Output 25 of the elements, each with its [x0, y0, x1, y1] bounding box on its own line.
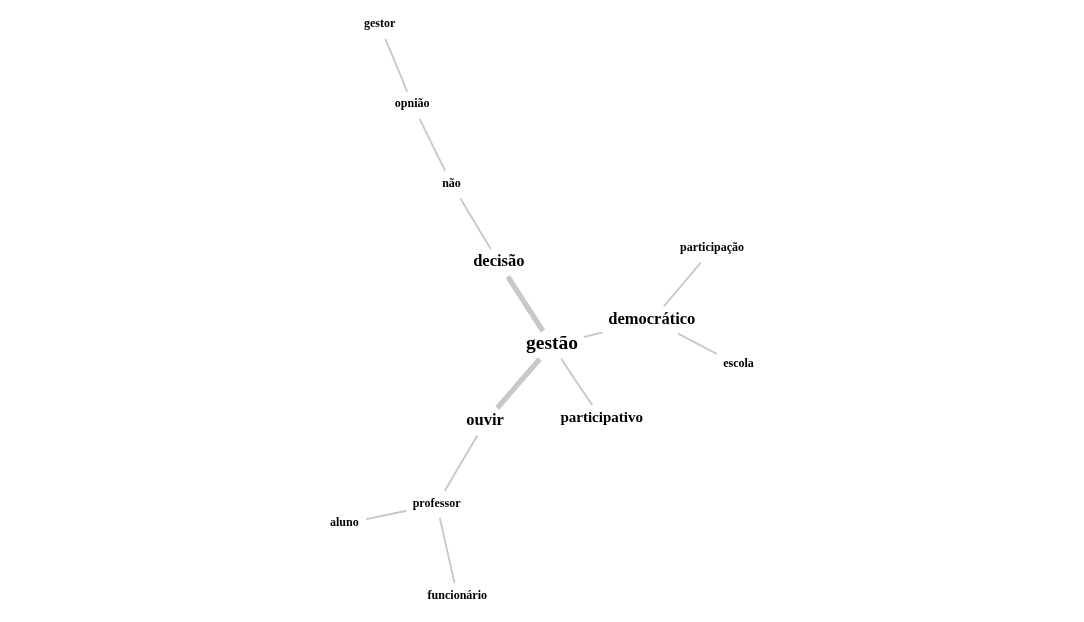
node-text: democrático — [608, 308, 696, 328]
connector — [443, 434, 479, 492]
node-text: aluno — [330, 514, 359, 529]
connector — [662, 261, 702, 308]
connector — [438, 517, 456, 585]
connector — [418, 118, 447, 172]
connector — [677, 332, 718, 355]
connector — [384, 37, 409, 93]
node-text: opnião — [394, 96, 430, 111]
node-text: não — [442, 175, 461, 190]
connector — [505, 275, 546, 333]
connector — [560, 357, 594, 407]
connector — [495, 357, 542, 410]
connector — [459, 197, 492, 251]
node-text: ouvir — [466, 410, 504, 430]
node-text: decisão — [473, 251, 525, 271]
node-text: gestão — [525, 331, 578, 353]
node-text: participação — [680, 239, 745, 254]
connector — [582, 331, 604, 338]
connector — [365, 509, 408, 521]
node-text: participativo — [560, 408, 644, 425]
node-text: gestor — [363, 16, 396, 31]
node-text: professor — [412, 495, 461, 510]
node-text: escola — [723, 356, 754, 371]
node-text: funcionário — [427, 587, 488, 602]
